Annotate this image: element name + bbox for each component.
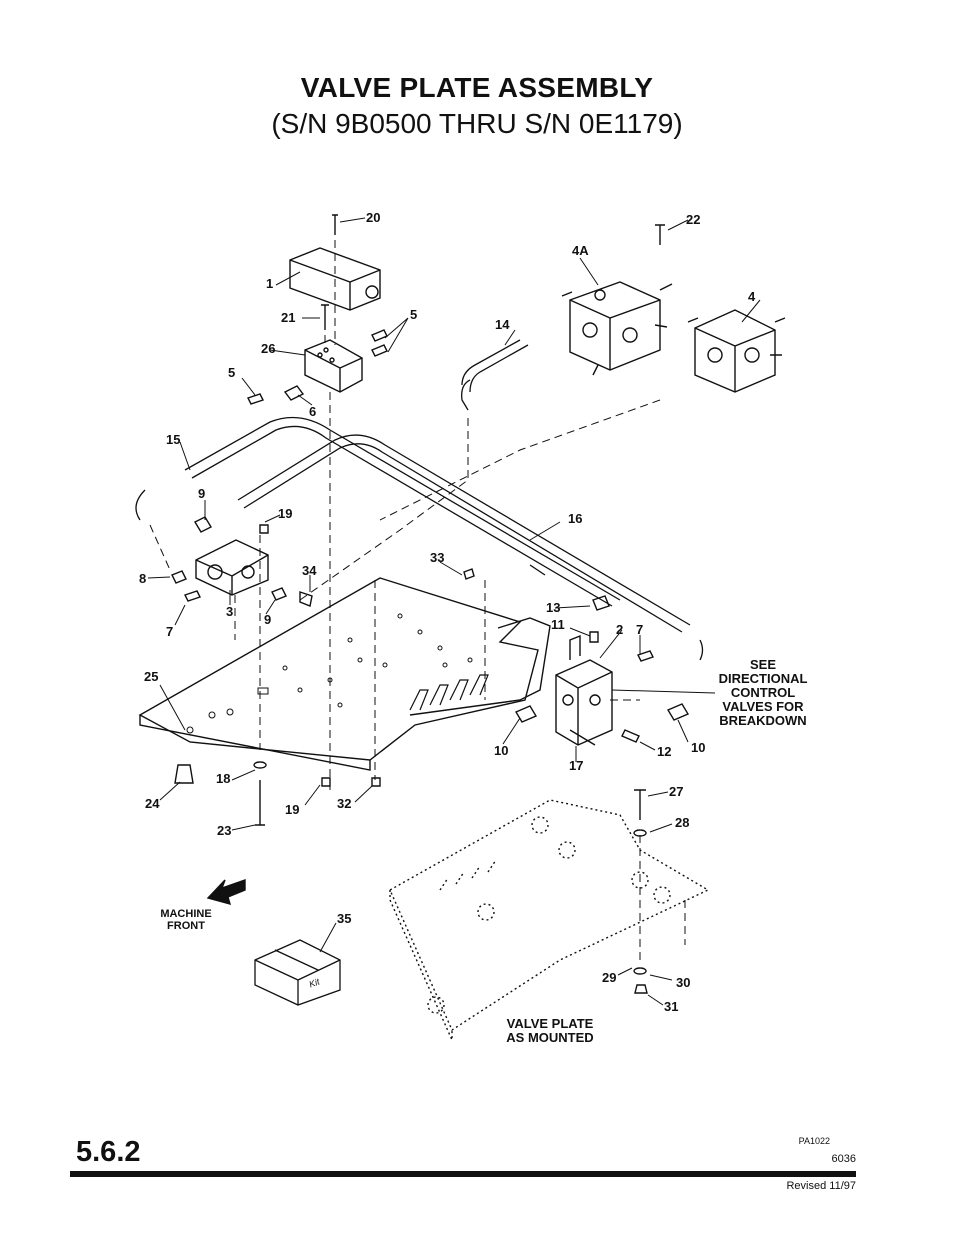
callout-27: 27 xyxy=(669,784,684,799)
kit-box xyxy=(254,939,341,1006)
callout-10-left: 10 xyxy=(494,743,509,758)
callout-35: 35 xyxy=(337,911,352,926)
callout-19-upper: 19 xyxy=(278,506,293,521)
callout-29: 29 xyxy=(602,970,617,985)
callout-7-right: 7 xyxy=(636,622,644,637)
directional-control-valve-4a xyxy=(561,281,673,376)
callout-14: 14 xyxy=(495,317,510,332)
page-title: VALVE PLATE ASSEMBLY xyxy=(300,72,654,103)
callout-33: 33 xyxy=(430,550,445,565)
callout-1: 1 xyxy=(266,276,274,291)
callout-4a: 4A xyxy=(572,243,589,258)
upper-valve-plate xyxy=(138,577,551,771)
machine-front-label: MACHINE FRONT xyxy=(160,908,212,932)
callout-24: 24 xyxy=(145,796,160,811)
callout-3: 3 xyxy=(226,604,234,619)
machine-front-arrow xyxy=(206,879,246,906)
hoses xyxy=(135,339,704,661)
callout-4: 4 xyxy=(748,289,756,304)
callout-32: 32 xyxy=(337,796,352,811)
mounted-valve-plate xyxy=(389,799,710,1041)
directional-control-valve-4 xyxy=(687,309,786,393)
callout-6: 6 xyxy=(309,404,317,419)
solenoid-valve xyxy=(289,247,381,311)
section-number: 5.6.2 xyxy=(76,1136,141,1168)
callout-20: 20 xyxy=(366,210,381,225)
callout-8: 8 xyxy=(139,571,147,586)
callout-21: 21 xyxy=(281,310,296,325)
callout-9-lower: 9 xyxy=(264,612,272,627)
valve-block-17 xyxy=(555,634,613,746)
valve-plate-mounted-label: VALVE PLATE AS MOUNTED xyxy=(506,1016,594,1045)
leader-lines xyxy=(147,217,761,1006)
callout-15: 15 xyxy=(166,432,181,447)
callout-13: 13 xyxy=(546,600,561,615)
page-code: 6036 xyxy=(831,1153,856,1165)
callout-5-upper: 5 xyxy=(410,307,418,322)
callout-30: 30 xyxy=(676,975,691,990)
revised-date: Revised 11/97 xyxy=(786,1180,856,1192)
guide-lines xyxy=(149,240,686,965)
callout-5-lower: 5 xyxy=(228,365,236,380)
callout-25: 25 xyxy=(144,669,159,684)
see-directional-note: SEE DIRECTIONAL CONTROL VALVES FOR BREAK… xyxy=(718,657,808,728)
fittings xyxy=(171,214,690,994)
callout-17: 17 xyxy=(569,758,584,773)
callout-11: 11 xyxy=(551,617,565,632)
callout-9-upper: 9 xyxy=(198,486,206,501)
callout-19-lower: 19 xyxy=(285,802,300,817)
callout-26: 26 xyxy=(261,341,276,356)
callout-18: 18 xyxy=(216,771,231,786)
callout-10-right: 10 xyxy=(691,740,706,755)
callout-7-left: 7 xyxy=(166,624,174,639)
footer-rule xyxy=(70,1171,856,1177)
callout-31: 31 xyxy=(664,999,679,1014)
callout-23: 23 xyxy=(217,823,232,838)
callout-16: 16 xyxy=(568,511,583,526)
callout-28: 28 xyxy=(675,815,690,830)
manifold-block-26 xyxy=(304,339,363,393)
callout-12: 12 xyxy=(657,744,672,759)
flow-divider-3 xyxy=(195,539,269,596)
page-subtitle: (S/N 9B0500 THRU S/N 0E1179) xyxy=(271,108,683,139)
callout-34: 34 xyxy=(302,563,317,578)
callout-2: 2 xyxy=(616,622,624,637)
callout-22: 22 xyxy=(686,212,701,227)
figure-id: PA1022 xyxy=(798,1136,830,1146)
